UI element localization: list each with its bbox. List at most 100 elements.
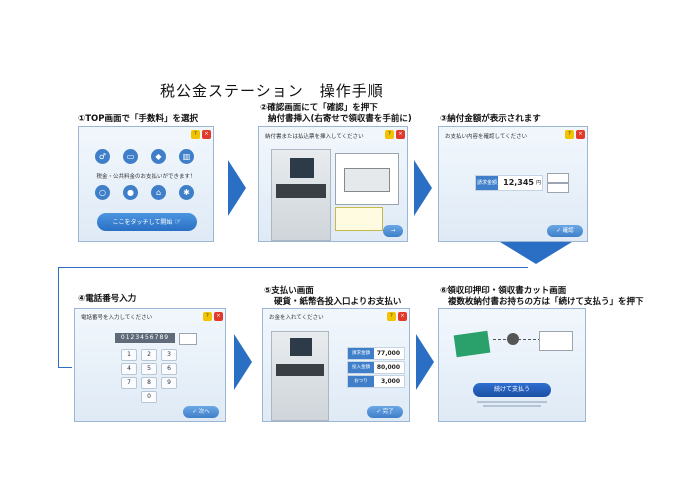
bulb-icon[interactable]: ○ xyxy=(95,185,110,200)
step5-label-1: ⑤支払い画面 xyxy=(264,286,314,296)
insert-note-image xyxy=(335,207,383,231)
arrow-down-icon xyxy=(500,242,572,264)
kiosk-slot xyxy=(276,364,324,376)
start-button[interactable]: ここをタッチして開始 ☞ xyxy=(97,213,197,231)
connector-line xyxy=(58,367,72,368)
continue-pay-button[interactable]: 続けて支払う xyxy=(473,383,551,397)
help-icon[interactable]: ? xyxy=(203,312,212,321)
page-title: 税公金ステーション 操作手順 xyxy=(160,82,384,100)
hand-icon: ☞ xyxy=(174,217,182,226)
step1-message: 税金・公共料金のお支払いができます！ xyxy=(96,174,196,180)
change-row: おつり 3,000 xyxy=(347,375,405,388)
key-9[interactable]: 9 xyxy=(161,377,177,389)
close-icon[interactable]: × xyxy=(202,130,211,139)
step4-screen-title: 電話番号を入力してください xyxy=(81,315,153,321)
arrow-right-icon xyxy=(228,160,246,216)
inserted-value: 80,000 xyxy=(376,364,400,371)
help-icon[interactable]: ? xyxy=(385,130,394,139)
arrow-right-icon xyxy=(414,160,432,216)
water-icon[interactable]: ♂ xyxy=(95,149,110,164)
close-icon[interactable]: × xyxy=(396,130,405,139)
done-button-label: 完了 xyxy=(382,409,394,415)
key-1[interactable]: 1 xyxy=(121,349,137,361)
kiosk-machine-image xyxy=(271,331,329,421)
slip-image xyxy=(344,168,390,192)
step3-screen: お支払い内容を確認してください ? × 請求金額 12,345 円 ✓ 確認 xyxy=(438,126,588,242)
step3-label: ③納付金額が表示されます xyxy=(440,114,541,124)
key-3[interactable]: 3 xyxy=(161,349,177,361)
amount-value: 12,345 xyxy=(503,178,534,187)
step2-label-2: 納付書挿入(右寄せで領収書を手前に) xyxy=(268,114,412,124)
done-button[interactable]: ✓ 完了 xyxy=(367,406,403,418)
key-0[interactable]: 0 xyxy=(141,391,157,403)
amount-box: 請求金額 12,345 円 xyxy=(475,175,543,191)
step4-label: ④電話番号入力 xyxy=(78,294,137,304)
kiosk-slot xyxy=(276,184,326,198)
scissors-icon xyxy=(507,333,519,345)
clear-button[interactable] xyxy=(179,333,197,345)
step2-screen-title: 納付書または払込票を挿入してください xyxy=(265,134,364,140)
inserted-row: 投入金額 80,000 xyxy=(347,361,405,374)
step5-screen-title: お金を入れてください xyxy=(269,315,324,321)
step5-label-2: 硬貨・紙幣各投入口よりお支払い xyxy=(274,297,402,307)
note-text xyxy=(483,405,541,407)
step2-screen: 納付書または払込票を挿入してください ? × → xyxy=(258,126,408,242)
close-icon[interactable]: × xyxy=(576,130,585,139)
tv-icon[interactable]: ▭ xyxy=(123,149,138,164)
key-7[interactable]: 7 xyxy=(121,377,137,389)
check-icon: ✓ xyxy=(192,409,197,415)
change-value: 3,000 xyxy=(381,378,400,385)
kiosk-screen xyxy=(290,158,314,178)
check-icon: ✓ xyxy=(376,409,381,415)
home-icon[interactable]: ⌂ xyxy=(151,185,166,200)
connector-line xyxy=(58,267,59,368)
note-text xyxy=(477,401,547,403)
help-icon[interactable]: ? xyxy=(191,130,200,139)
building-icon[interactable]: ▥ xyxy=(179,149,194,164)
connector-line xyxy=(58,267,528,268)
slip-insert-image xyxy=(335,153,399,205)
step1-label: ①TOP画面で「手数料」を選択 xyxy=(78,114,198,124)
check-icon: ✓ xyxy=(556,228,561,234)
key-4[interactable]: 4 xyxy=(121,363,137,375)
key-8[interactable]: 8 xyxy=(141,377,157,389)
detail-button-2[interactable] xyxy=(547,183,569,193)
step4-screen: 電話番号を入力してください ? × 0123456789 1 2 3 4 5 6… xyxy=(74,308,226,422)
help-icon[interactable]: ? xyxy=(565,130,574,139)
fee-icon[interactable]: ✱ xyxy=(179,185,194,200)
car-icon[interactable]: ◆ xyxy=(151,149,166,164)
billed-row: 請求金額 77,000 xyxy=(347,347,405,360)
start-button-label: ここをタッチして開始 xyxy=(112,219,173,226)
confirm-button[interactable]: ✓ 確認 xyxy=(547,225,583,237)
receipt-stamp-image xyxy=(453,330,491,358)
arrow-right-icon xyxy=(234,334,252,390)
close-icon[interactable]: × xyxy=(214,312,223,321)
step3-screen-title: お支払い内容を確認してください xyxy=(445,134,528,140)
step6-screen: 続けて支払う xyxy=(438,308,586,422)
help-icon[interactable]: ? xyxy=(387,312,396,321)
close-icon[interactable]: × xyxy=(398,312,407,321)
key-6[interactable]: 6 xyxy=(161,363,177,375)
step6-label-1: ⑥領収印押印・領収書カット画面 xyxy=(440,286,567,296)
key-5[interactable]: 5 xyxy=(141,363,157,375)
arrow-right-icon xyxy=(416,334,434,390)
confirm-button-label: 確認 xyxy=(562,228,574,234)
next-button[interactable]: ✓ 次へ xyxy=(183,406,219,418)
step5-screen: お金を入れてください ? × 請求金額 77,000 投入金額 80,000 お… xyxy=(262,308,410,422)
step1-screen: ? × ♂ ▭ ◆ ▥ 税金・公共料金のお支払いができます！ ○ ● ⌂ ✱ こ… xyxy=(78,126,214,242)
receipt-image xyxy=(539,331,573,351)
amount-label: 請求金額 xyxy=(476,176,498,190)
step2-label-1: ②確認画面にて「確認」を押下 xyxy=(260,103,378,113)
inserted-label: 投入金額 xyxy=(348,362,374,373)
billed-value: 77,000 xyxy=(376,350,400,357)
gas-icon[interactable]: ● xyxy=(123,185,138,200)
kiosk-screen xyxy=(290,338,312,356)
amount-unit: 円 xyxy=(535,180,541,186)
step6-label-2: 複数枚納付書お持ちの方は「続けて支払う」を押下 xyxy=(448,297,644,307)
next-button-label: 次へ xyxy=(198,409,210,415)
key-2[interactable]: 2 xyxy=(141,349,157,361)
confirm-button[interactable]: → xyxy=(383,225,403,237)
phone-input[interactable]: 0123456789 xyxy=(115,333,175,343)
kiosk-machine-image xyxy=(271,149,331,241)
detail-button[interactable] xyxy=(547,173,569,183)
